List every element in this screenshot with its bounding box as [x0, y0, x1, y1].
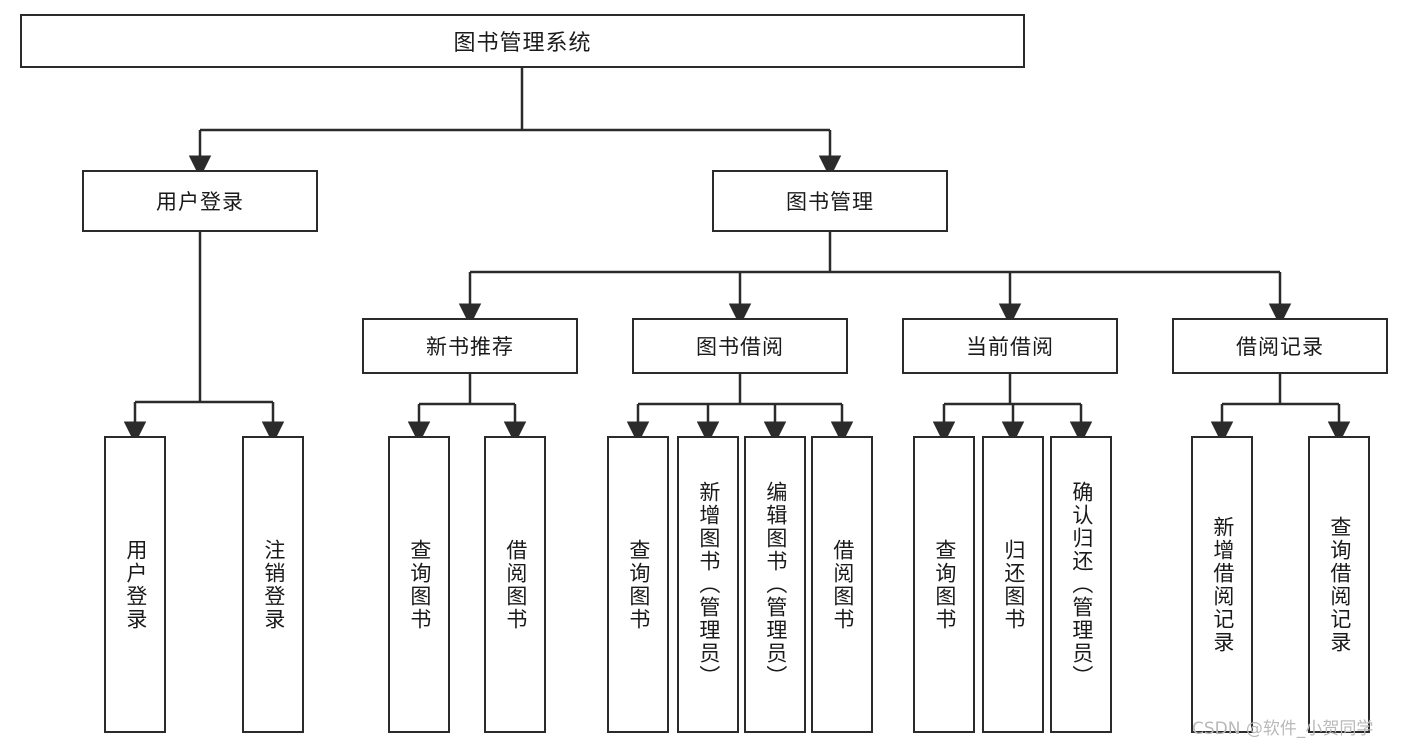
node-leaf-query-record-label: 查询借阅记录	[1327, 515, 1352, 654]
node-leaf-user-logout[interactable]: 注销登录	[242, 436, 304, 733]
node-leaf-return-book-label: 归还图书	[1001, 538, 1026, 631]
node-user-login[interactable]: 用户登录	[82, 170, 318, 232]
node-new-book-rec[interactable]: 新书推荐	[362, 318, 578, 374]
node-leaf-borrow-book-2[interactable]: 借阅图书	[811, 436, 873, 733]
node-leaf-user-login-label: 用户登录	[123, 538, 148, 631]
node-leaf-borrow-book-2-label: 借阅图书	[830, 538, 855, 631]
watermark: CSDN @软件_小贺同学	[1192, 719, 1374, 739]
node-leaf-confirm-return-label: 确认归还（管理员）	[1069, 481, 1094, 688]
node-leaf-query-record[interactable]: 查询借阅记录	[1308, 436, 1370, 733]
node-leaf-borrow-book-1[interactable]: 借阅图书	[484, 436, 546, 733]
node-current-borrow-label: 当前借阅	[966, 335, 1054, 359]
node-leaf-add-record[interactable]: 新增借阅记录	[1191, 436, 1253, 733]
node-new-book-rec-label: 新书推荐	[426, 335, 514, 359]
node-user-login-label: 用户登录	[156, 190, 244, 214]
node-leaf-add-book-label: 新增图书（管理员）	[696, 481, 721, 688]
node-book-borrow[interactable]: 图书借阅	[632, 318, 848, 374]
node-current-borrow[interactable]: 当前借阅	[902, 318, 1118, 374]
node-leaf-add-record-label: 新增借阅记录	[1210, 515, 1235, 654]
node-leaf-user-logout-label: 注销登录	[261, 538, 286, 631]
node-borrow-record[interactable]: 借阅记录	[1172, 318, 1388, 374]
node-leaf-add-book[interactable]: 新增图书（管理员）	[677, 436, 739, 733]
node-leaf-query-book-2-label: 查询图书	[626, 538, 651, 631]
node-leaf-query-book-2[interactable]: 查询图书	[607, 436, 669, 733]
node-book-borrow-label: 图书借阅	[696, 335, 784, 359]
node-book-manage[interactable]: 图书管理	[712, 170, 948, 232]
node-leaf-query-book-3[interactable]: 查询图书	[913, 436, 975, 733]
node-leaf-query-book-3-label: 查询图书	[932, 538, 957, 631]
node-leaf-edit-book[interactable]: 编辑图书（管理员）	[744, 436, 806, 733]
node-leaf-return-book[interactable]: 归还图书	[982, 436, 1044, 733]
node-leaf-borrow-book-1-label: 借阅图书	[503, 538, 528, 631]
node-leaf-confirm-return[interactable]: 确认归还（管理员）	[1050, 436, 1112, 733]
node-root[interactable]: 图书管理系统	[20, 14, 1025, 68]
node-book-manage-label: 图书管理	[786, 190, 874, 214]
node-leaf-query-book-1-label: 查询图书	[407, 538, 432, 631]
node-leaf-user-login[interactable]: 用户登录	[104, 436, 166, 733]
node-leaf-query-book-1[interactable]: 查询图书	[388, 436, 450, 733]
node-borrow-record-label: 借阅记录	[1236, 335, 1324, 359]
node-root-label: 图书管理系统	[453, 31, 592, 56]
node-leaf-edit-book-label: 编辑图书（管理员）	[763, 481, 788, 688]
